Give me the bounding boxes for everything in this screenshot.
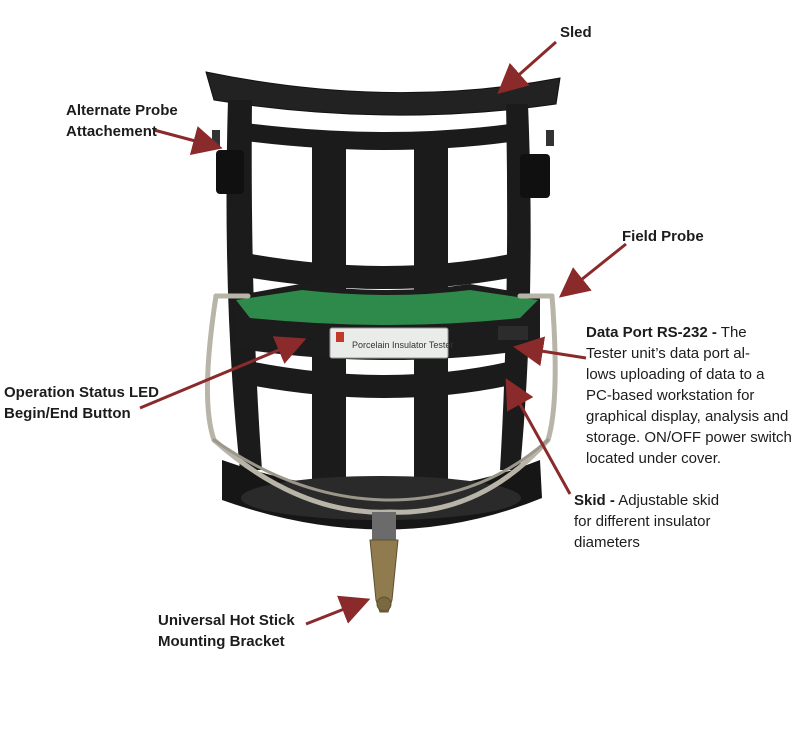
data-port-line-1: Tester unit’s data port al-	[586, 345, 750, 362]
label-status-led-line2: Begin/End Button	[4, 405, 131, 422]
label-status-led-line1: Operation Status LED	[4, 384, 160, 401]
data-port-title: Data Port RS-232 -	[586, 324, 717, 341]
label-status-led: Operation Status LED Begin/End Button	[4, 382, 159, 424]
data-port-line-2: lows uploading of data to a	[586, 366, 765, 383]
skid-arrow	[505, 378, 572, 495]
skid-line-0: Adjustable skid	[618, 492, 720, 509]
label-sled: Sled	[560, 24, 592, 41]
label-hot-stick: Universal Hot Stick Mounting Bracket	[158, 610, 295, 652]
data-port-arrow	[513, 336, 587, 367]
data-port-line-3: PC-based workstation for	[586, 387, 755, 404]
field-probe-arrow	[558, 242, 627, 298]
sled-band	[205, 71, 561, 116]
skid-line-1: for different insulator	[574, 513, 711, 530]
tester-panel: Porcelain Insulator Tester	[234, 284, 540, 360]
label-hot-stick-line2: Mounting Bracket	[158, 633, 285, 650]
hot-stick-arrow	[305, 595, 371, 626]
label-alternate-probe: Alternate Probe Attachement	[66, 100, 178, 142]
skid-title: Skid -	[574, 492, 615, 509]
sled-arrow	[497, 40, 557, 94]
label-alternate-probe-line2: Attachement	[66, 123, 157, 140]
status-led-arrow	[139, 336, 307, 410]
label-field-probe: Field Probe	[622, 228, 704, 245]
data-port-line-0: The	[720, 324, 747, 341]
alt-probe-arrow	[153, 126, 223, 156]
tester-plate-text: Porcelain Insulator Tester	[352, 340, 453, 350]
data-port-line-6: located under cover.	[586, 450, 722, 467]
skid-line-2: diameters	[574, 534, 640, 551]
skid-description: Skid - Adjustable skid for different ins…	[574, 490, 774, 553]
data-port-description: Data Port RS-232 - The Tester unit’s dat…	[586, 322, 800, 469]
data-port-line-5: storage. ON/OFF power switch	[586, 429, 792, 446]
data-port-line-4: graphical display, analysis and	[586, 408, 789, 425]
label-hot-stick-line1: Universal Hot Stick	[158, 612, 295, 629]
hot-stick-bracket	[369, 512, 399, 613]
label-alternate-probe-line1: Alternate Probe	[66, 102, 178, 119]
callout-arrows	[139, 40, 627, 626]
